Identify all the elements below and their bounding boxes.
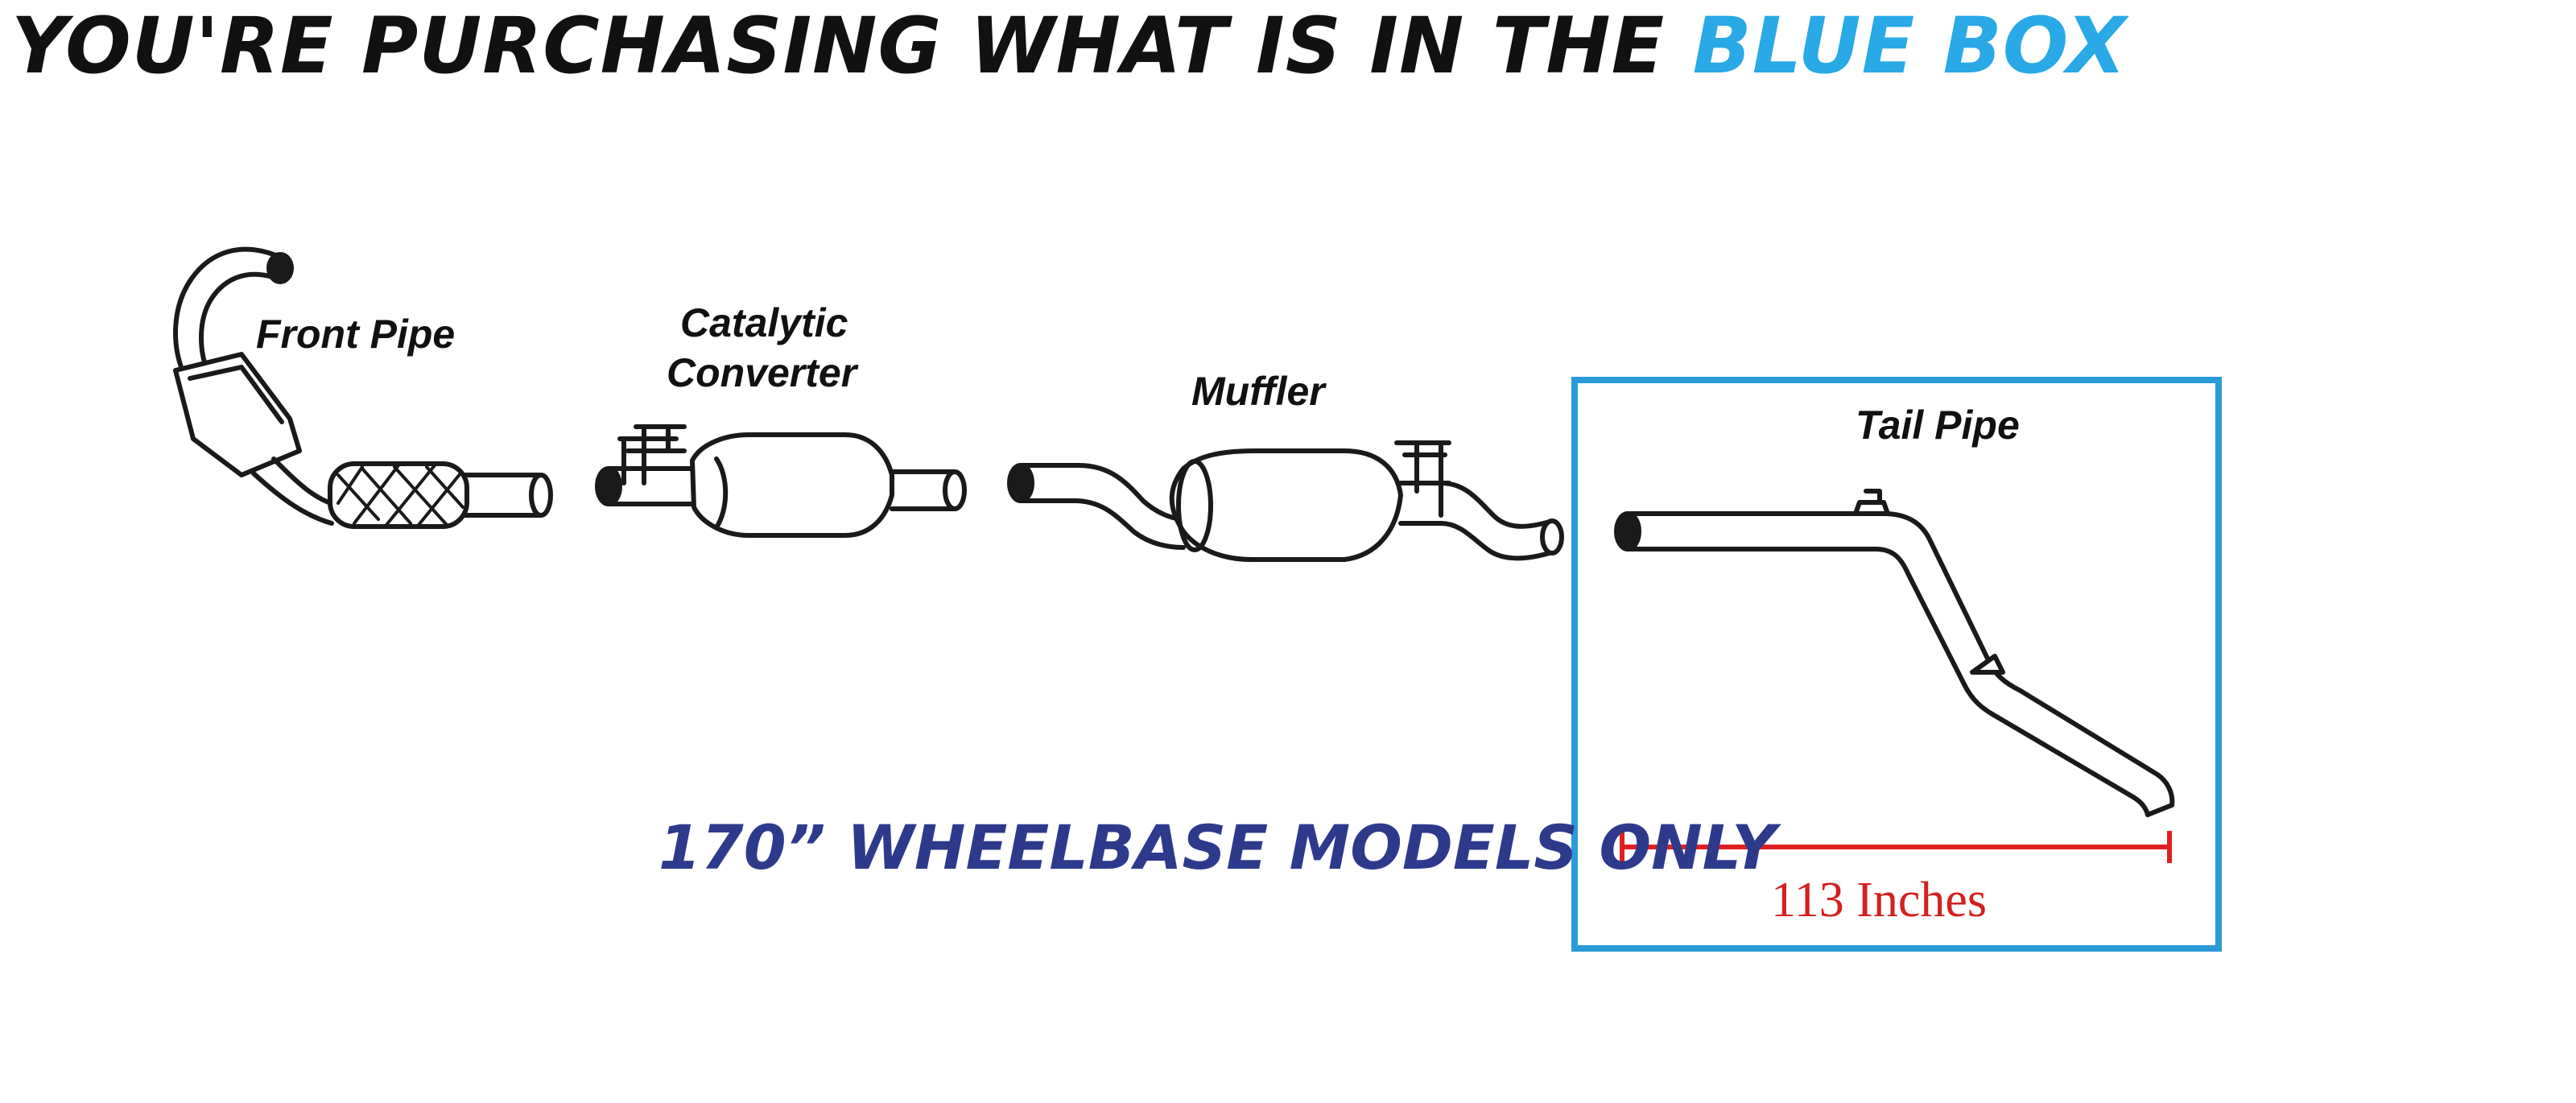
- muffler-label: Muffler: [1191, 369, 1327, 414]
- catalytic-converter-drawing: [595, 424, 967, 538]
- catalytic-label-line2: Converter: [667, 350, 859, 395]
- front-pipe-label: Front Pipe: [256, 312, 455, 357]
- headline-blue-box: BLUE BOX: [1692, 1, 2127, 91]
- front-pipe-drawing: [173, 246, 553, 529]
- measurement-label: 113 Inches: [1771, 873, 1987, 927]
- muffler-drawing: [1007, 440, 1564, 562]
- headline: YOU'RE PURCHASING WHAT IS IN THE BLUE BO…: [11, 2, 2571, 90]
- catalytic-label-line1: Catalytic: [680, 300, 848, 345]
- tail-pipe-label: Tail Pipe: [1856, 403, 2020, 448]
- wheelbase-note: 170” WHEELBASE MODELS ONLY: [658, 812, 1777, 883]
- measurement-line: [1620, 831, 2172, 863]
- blue-box-highlight: [1571, 377, 2222, 952]
- tail-pipe-drawing: [1614, 489, 2175, 817]
- headline-black: YOU'RE PURCHASING WHAT IS IN THE: [11, 1, 1666, 91]
